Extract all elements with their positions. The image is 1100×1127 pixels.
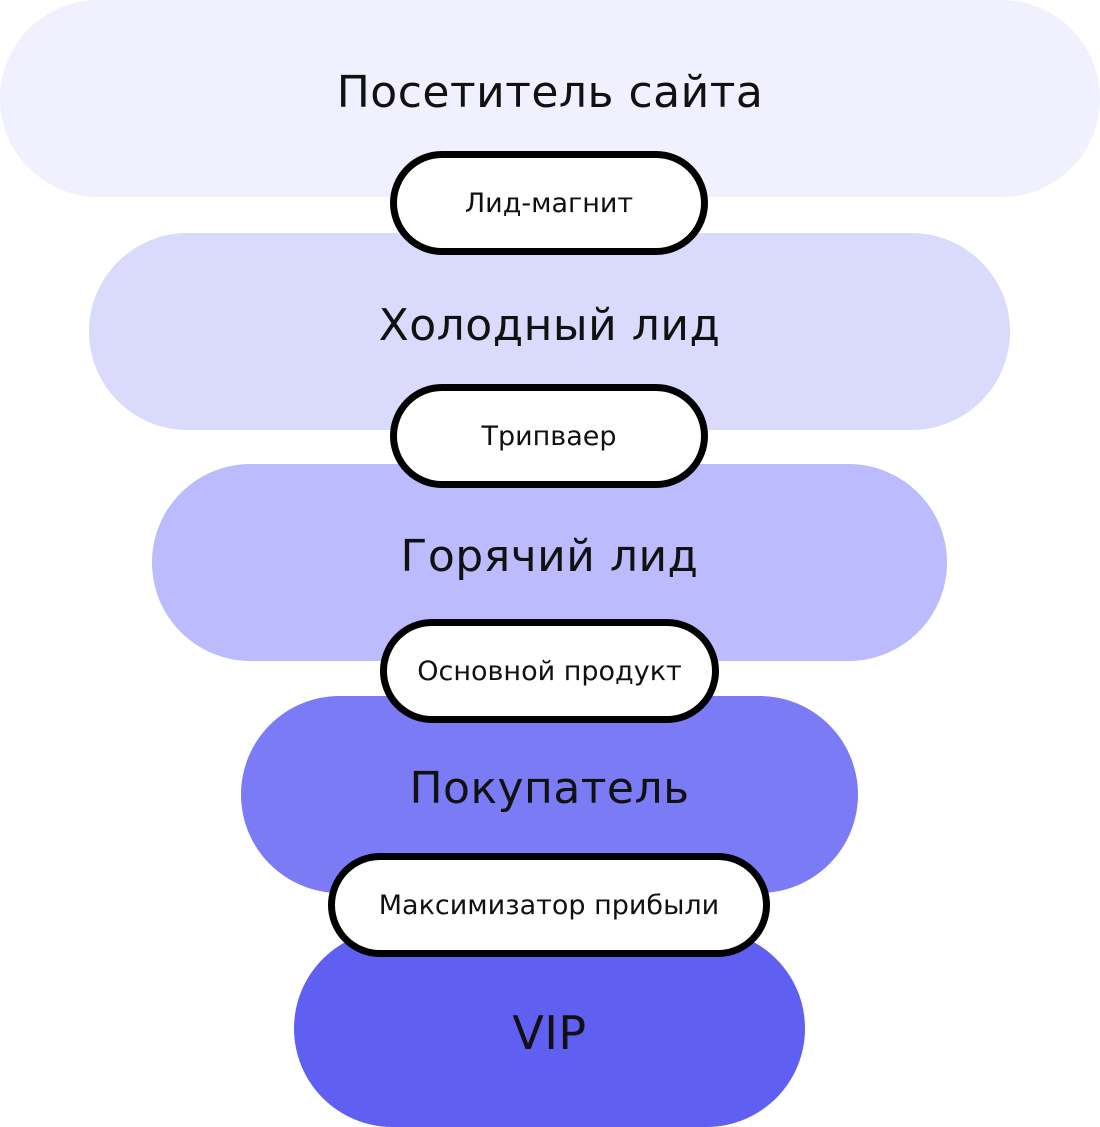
stage-label: VIP bbox=[512, 1005, 587, 1060]
transition-label: Трипваер bbox=[481, 420, 617, 452]
transition-lead-magnet: Лид-магнит bbox=[390, 151, 708, 255]
stage-label: Покупатель bbox=[409, 762, 690, 814]
transition-core-product: Основной продукт bbox=[380, 619, 719, 723]
transition-label: Лид-магнит bbox=[464, 187, 634, 219]
stage-label: Посетитель сайта bbox=[336, 66, 764, 118]
transition-label: Основной продукт bbox=[417, 655, 682, 687]
stage-vip: VIP bbox=[294, 930, 805, 1127]
stage-label: Холодный лид bbox=[378, 299, 721, 351]
stage-label: Горячий лид bbox=[400, 530, 699, 582]
transition-label: Максимизатор прибыли bbox=[378, 889, 720, 921]
transition-tripwire: Трипваер bbox=[390, 384, 708, 488]
transition-profit-maximizer: Максимизатор прибыли bbox=[328, 853, 770, 957]
